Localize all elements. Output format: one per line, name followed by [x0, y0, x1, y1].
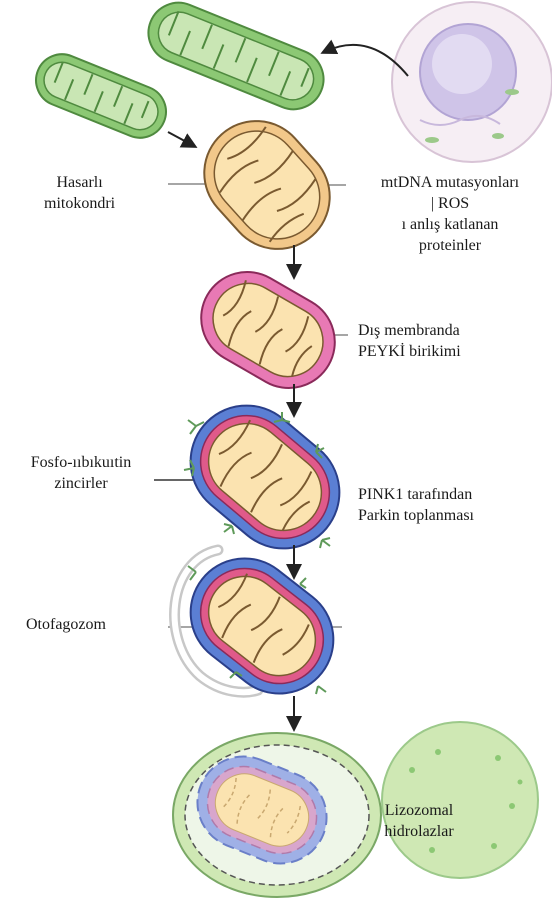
damaged-mitochondria-label-2: mitokondri	[44, 193, 115, 214]
parkin-label-1: PINK1 tarafından	[358, 484, 474, 505]
damaged-mitochondria-label: Hasarlı	[44, 172, 115, 193]
outer-membrane-label-2: PEYKİ birikimi	[358, 341, 461, 362]
cell-icon	[392, 2, 552, 162]
healthy-mitochondrion-large	[139, 0, 332, 118]
causes-label-1: mtDNA mutasyonları	[352, 172, 548, 193]
lysosomal-hydrolases-label-1: Lizozomal	[370, 800, 468, 821]
to-damaged-arrow	[168, 132, 194, 146]
causes-label-4: proteinler	[352, 235, 548, 256]
parkin-label-2: Parkin toplanması	[358, 505, 474, 526]
phospho-ubiquitin-label-2: zincirler	[10, 473, 152, 494]
healthy-mitochondrion-small	[28, 46, 174, 145]
outer-membrane-label-1: Dış membranda	[358, 320, 461, 341]
causes-label-3: ı anlış katlanan	[352, 214, 548, 235]
autophagosome-label: Otofagozom	[26, 614, 106, 635]
parkin-mitochondrion	[168, 383, 363, 572]
causes-label-2: | ROS	[352, 193, 548, 214]
pink1-mitochondrion	[184, 255, 351, 405]
phospho-ubiquitin-label-1: Fosfo-ııbıkuıtin	[10, 452, 152, 473]
lysosomal-hydrolases-label-2: hidrolazlar	[370, 821, 468, 842]
damaged-mitochondrion	[183, 100, 351, 271]
